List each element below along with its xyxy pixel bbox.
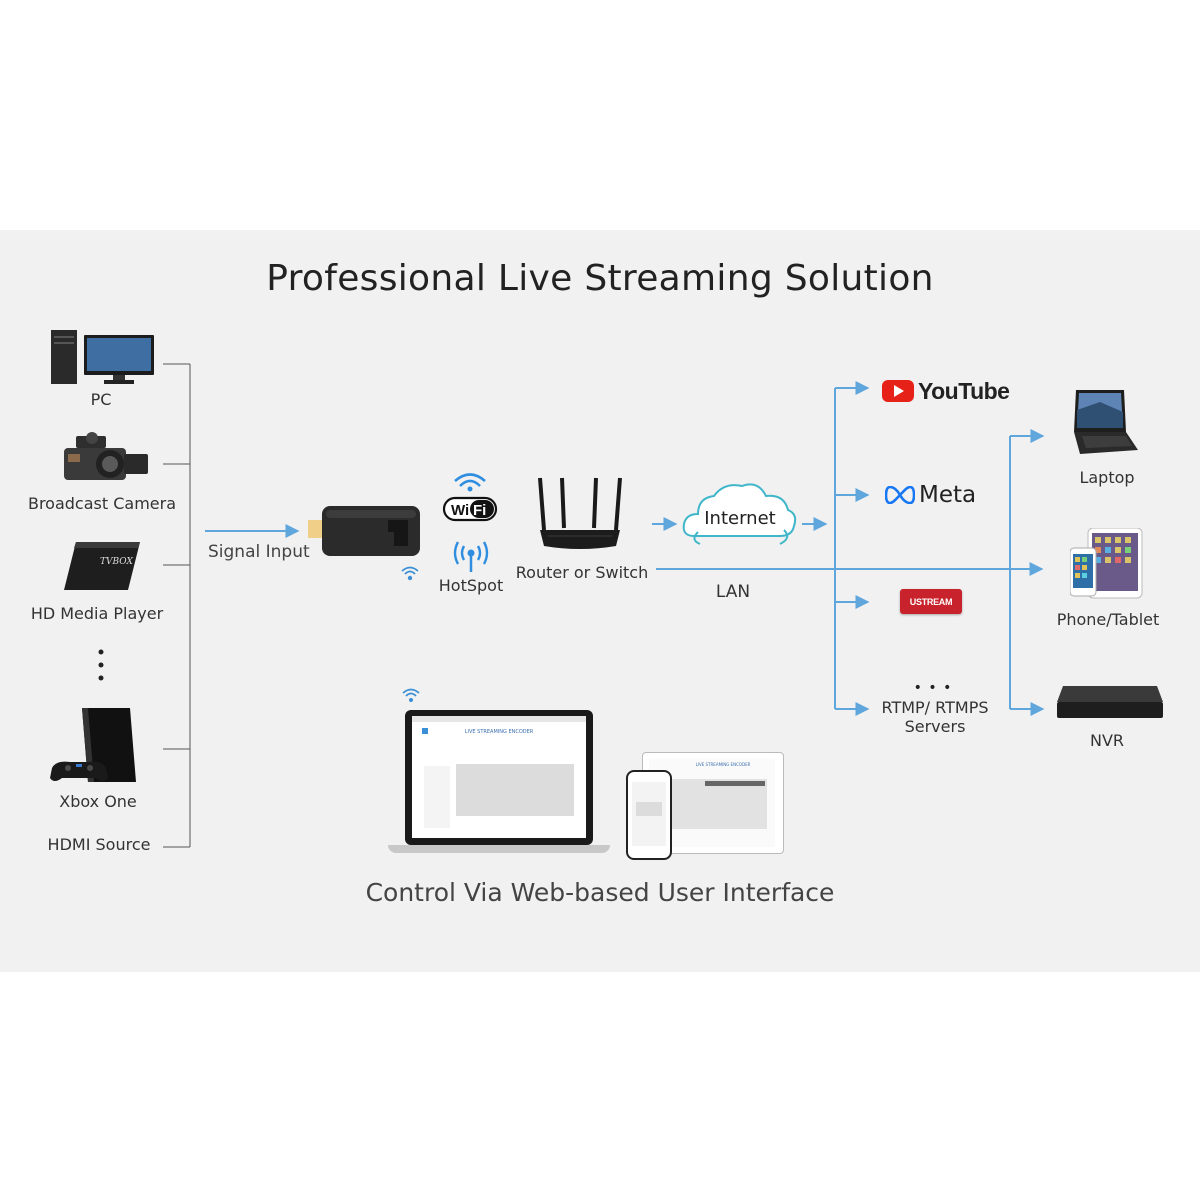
wifi-badge-icon: Wi Fi [442, 473, 498, 522]
youtube-logo: YouTube [882, 376, 1010, 406]
control-tablet-title: LIVE STREAMING ENCODER [695, 762, 751, 767]
meta-infinity-icon [885, 486, 915, 504]
control-phone [626, 770, 672, 860]
broadcast-camera-icon [64, 432, 148, 480]
rtmp-ellipsis: • • • [913, 680, 953, 696]
rtmp-label-line1: RTMP/ RTMPS [881, 698, 989, 717]
source-label-camera: Broadcast Camera [27, 494, 177, 513]
control-laptop: LIVE STREAMING ENCODER [388, 710, 610, 858]
source-label-hdmi: HDMI Source [47, 835, 151, 854]
tvbox-text: TVBOX [100, 557, 134, 567]
meta-logo: Meta [885, 481, 976, 509]
ustream-wordmark: USTREAM [909, 596, 953, 607]
console-icon [50, 708, 136, 782]
device-label-phone-tablet: Phone/Tablet [1056, 610, 1160, 629]
wifi-badge-right: Fi [473, 502, 486, 519]
pc-icon [51, 330, 154, 384]
wifi-badge-left: Wi [451, 502, 469, 519]
control-laptop-screen: LIVE STREAMING ENCODER [412, 716, 586, 838]
diagram-title: Professional Live Streaming Solution [266, 258, 934, 299]
meta-wordmark: Meta [919, 482, 977, 508]
router-icon [538, 477, 622, 549]
control-ui-title: LIVE STREAMING ENCODER [464, 729, 534, 735]
source-label-pc: PC [90, 390, 112, 409]
internet-label: Internet [704, 508, 775, 529]
encoder-device-icon [308, 506, 420, 556]
device-label-nvr: NVR [1089, 731, 1125, 750]
ustream-logo: USTREAM [900, 589, 962, 614]
nvr-icon [1057, 686, 1163, 718]
media-player-icon: TVBOX [64, 542, 140, 590]
internet-cloud-icon: Internet [682, 483, 797, 545]
router-label: Router or Switch [515, 563, 649, 582]
youtube-wordmark: YouTube [918, 377, 1010, 404]
youtube-play-icon [882, 380, 914, 402]
control-wifi-icon [402, 688, 420, 702]
phone-tablet-icon [1070, 528, 1143, 599]
footer-caption: Control Via Web-based User Interface [365, 878, 835, 907]
lan-label: LAN [715, 582, 751, 602]
hotspot-icon [453, 541, 489, 572]
signal-input-label: Signal Input [208, 542, 310, 562]
laptop-icon [1074, 390, 1138, 454]
source-label-xbox: Xbox One [59, 792, 137, 811]
rtmp-label-line2: Servers [904, 717, 966, 736]
encoder-wifi-icon [401, 566, 419, 581]
more-sources-dots [98, 649, 104, 681]
source-label-media-player: HD Media Player [30, 604, 164, 623]
source-bracket [163, 363, 191, 848]
device-label-laptop: Laptop [1079, 468, 1135, 487]
hotspot-label: HotSpot [438, 576, 504, 595]
